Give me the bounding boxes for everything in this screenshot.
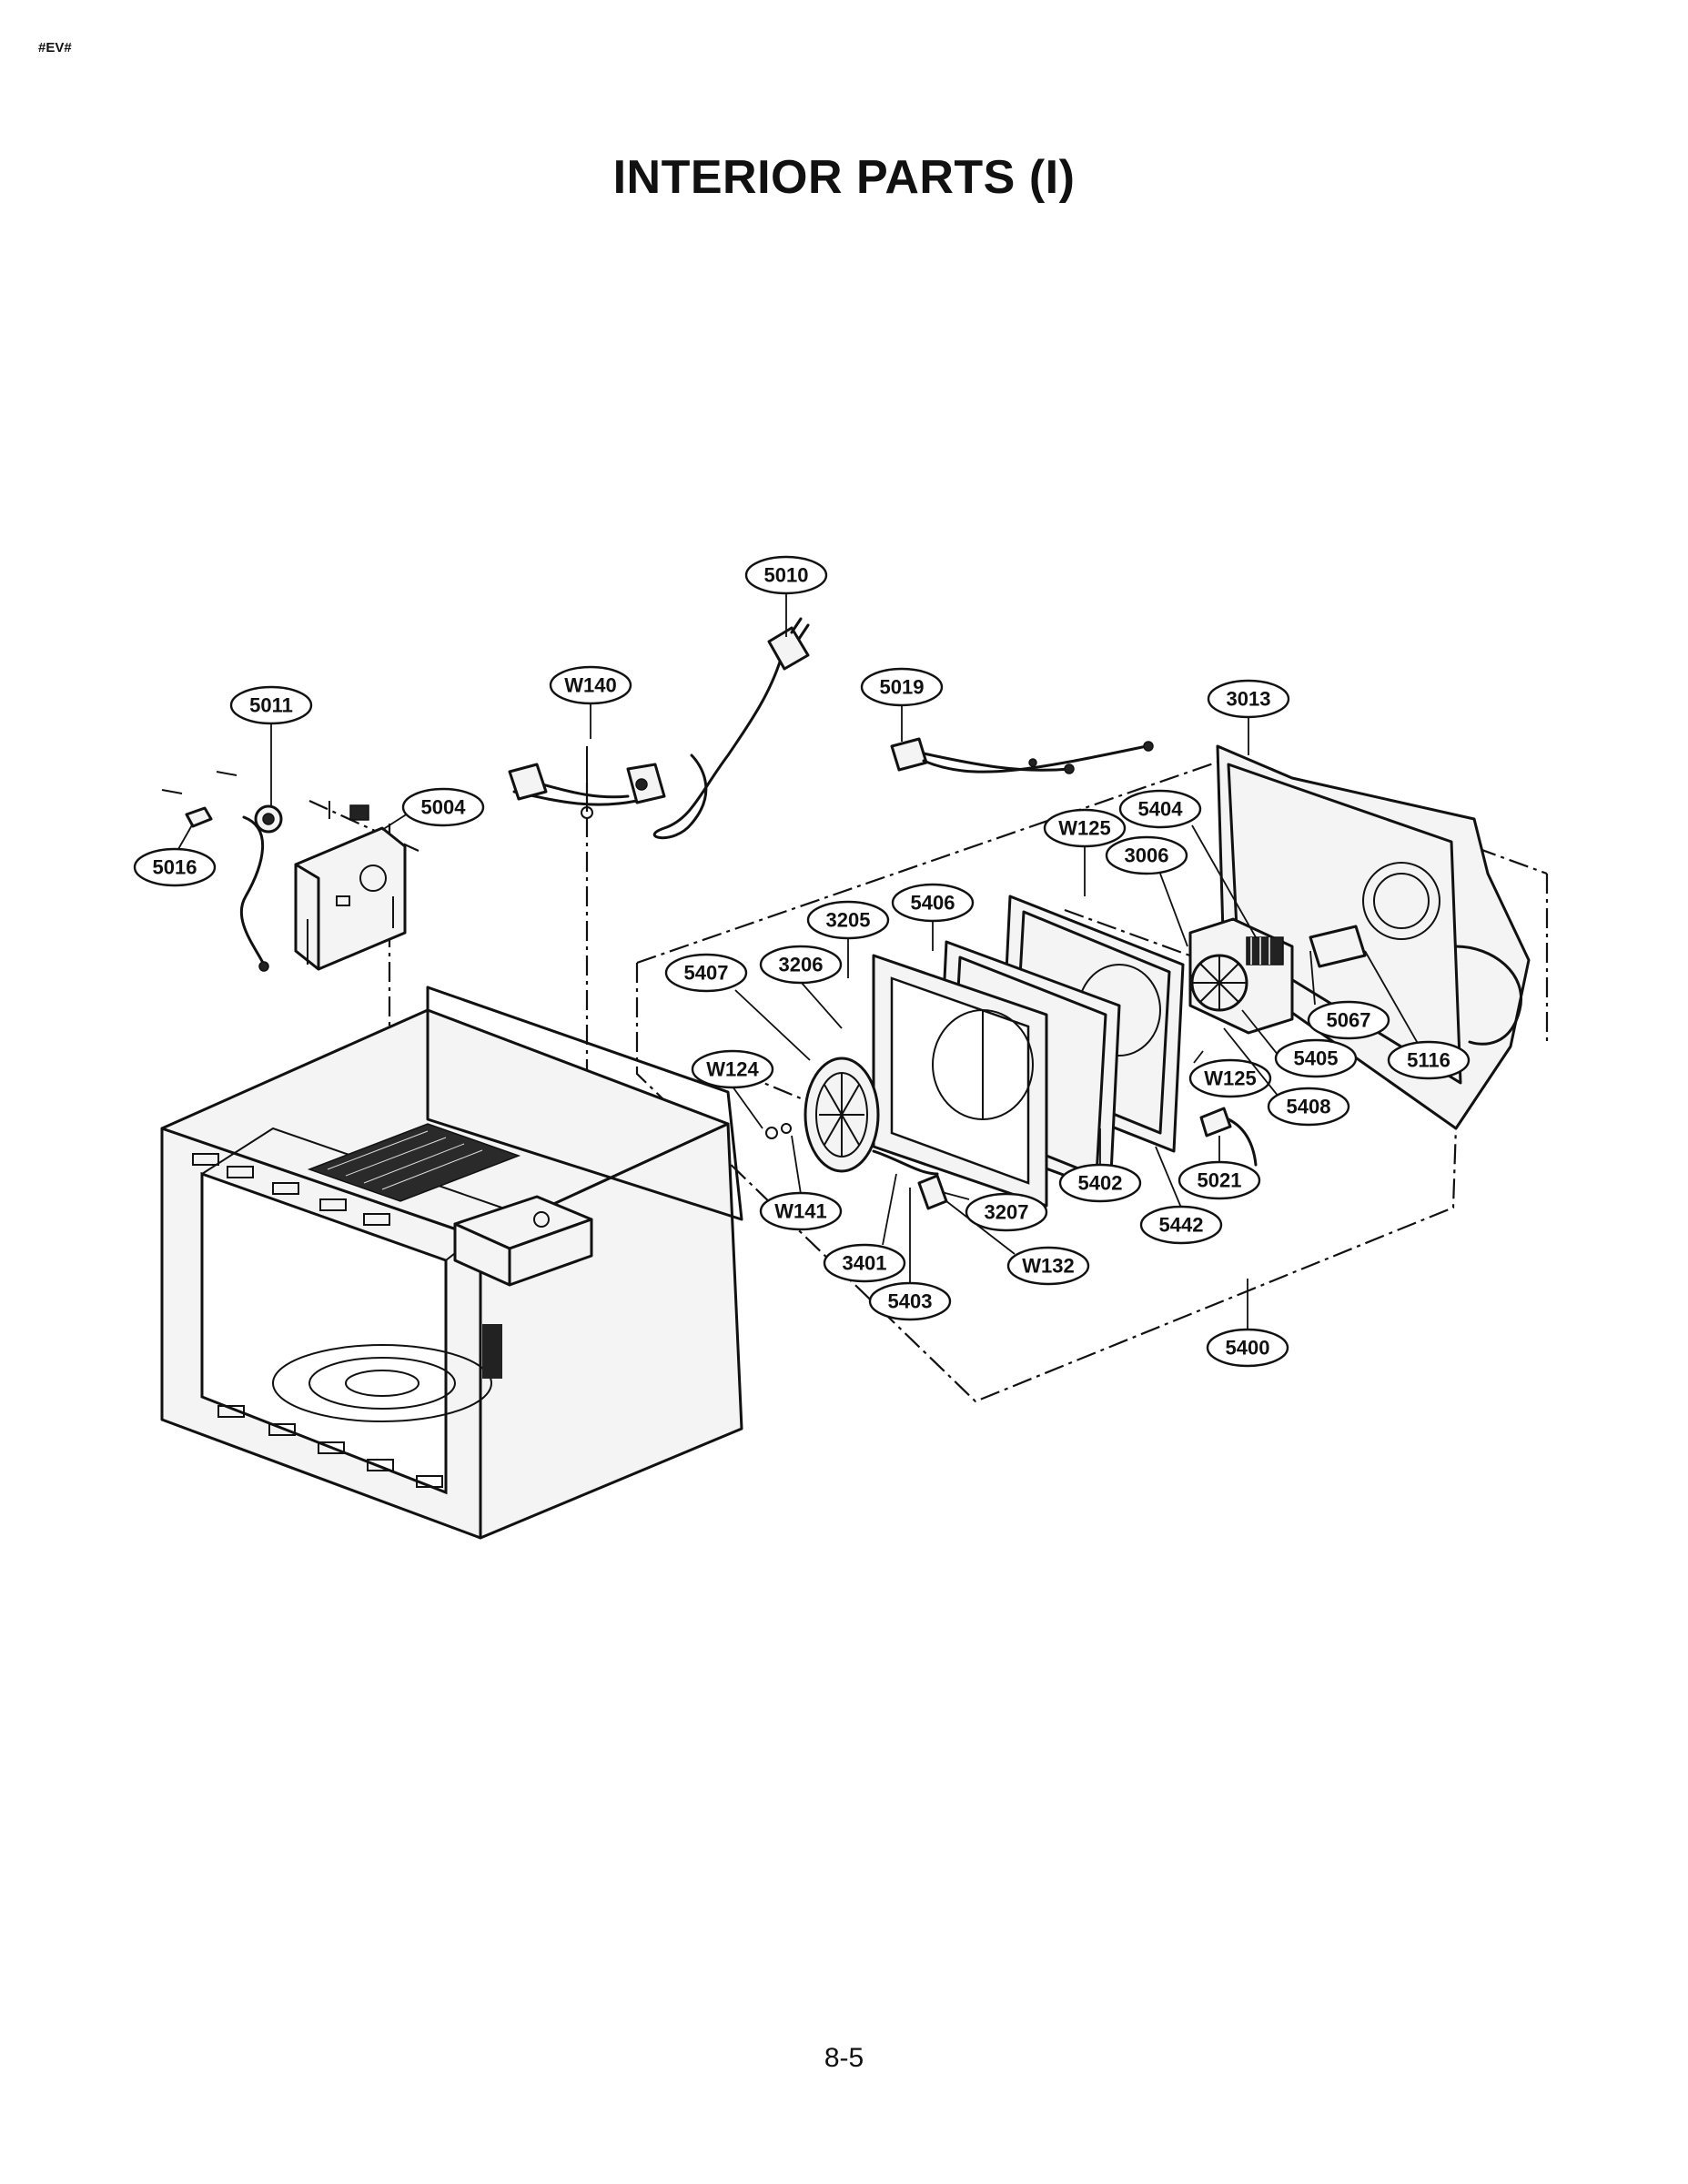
callout-3207-label: 3207 [985,1201,1029,1224]
callout-5402-label: 5402 [1078,1172,1123,1195]
wire-harness-w140 [508,746,666,819]
callout-5442-label: 5442 [1159,1214,1204,1237]
callout-3207: 3207 [941,1191,1048,1232]
callout-5021: 5021 [1178,1136,1261,1200]
callout-5442: 5442 [1139,1146,1223,1245]
callout-5403: 5403 [868,1188,952,1321]
callout-W125-top-label: W125 [1058,817,1110,840]
callout-5405: 5405 [1241,1009,1358,1078]
callout-5408-label: 5408 [1287,1096,1331,1118]
callout-3205-label: 3205 [826,909,871,932]
callout-5019: 5019 [860,667,944,742]
callout-5400-label: 5400 [1226,1337,1270,1360]
callout-W132: W132 [945,1200,1090,1286]
callout-5404-label: 5404 [1138,798,1184,821]
callout-W132-label: W132 [1022,1255,1074,1278]
callout-3006: 3006 [1105,835,1188,947]
callout-W125-bottom-label: W125 [1204,1067,1256,1090]
callout-5021-label: 5021 [1198,1169,1242,1192]
callout-5011-label: 5011 [249,694,293,717]
fan-motor-assembly [1188,917,1367,1035]
callout-W125-bottom: W125 [1188,1050,1272,1098]
callout-5406-label: 5406 [911,892,955,915]
callout-5402: 5402 [1058,1128,1142,1203]
callout-W140-label: W140 [564,674,616,697]
callout-5016: 5016 [133,823,217,887]
callout-5404: 5404 [1118,789,1257,938]
power-cord-5010 [652,617,810,840]
document-code: #EV# [38,40,72,56]
callout-3013-label: 3013 [1227,688,1271,711]
callout-5004-label: 5004 [421,796,467,819]
callout-W124-label: W124 [706,1058,759,1081]
callout-3401: 3401 [823,1173,906,1283]
callout-5004: 5004 [381,787,485,831]
callout-5010-label: 5010 [764,564,809,587]
callouts: 5010 5011 W140 5019 3013 5004 [133,555,1471,1368]
oven-cavity [160,986,743,1540]
wire-5019 [890,737,1154,774]
small-parts-top-left [161,771,369,972]
callout-5405-label: 5405 [1294,1047,1339,1070]
callout-5010: 5010 [744,555,828,637]
back-plate-3013 [1216,744,1531,1130]
callout-5016-label: 5016 [153,856,197,879]
shield-5407 [872,954,1048,1208]
callout-W141-label: W141 [774,1200,826,1223]
callout-3206: 3206 [759,945,843,1029]
callout-5067: 5067 [1307,950,1390,1040]
page-title: INTERIOR PARTS (I) [612,151,1076,204]
callout-5407: 5407 [664,953,811,1061]
callout-5011: 5011 [229,685,313,806]
callout-5116-label: 5116 [1407,1049,1450,1072]
callout-3013: 3013 [1207,679,1290,755]
callout-3206-label: 3206 [779,954,824,976]
callout-5400: 5400 [1206,1279,1289,1368]
callout-5406: 5406 [891,883,975,951]
callout-5407-label: 5407 [684,962,729,985]
callout-W124: W124 [691,1049,774,1129]
bracket-5004 [294,826,407,971]
callout-W125-top: W125 [1043,808,1127,896]
page-number: 8-5 [824,2043,864,2073]
callout-5116: 5116 [1364,950,1471,1080]
callout-3006-label: 3006 [1125,844,1169,867]
callout-W141: W141 [759,1135,843,1231]
callout-5019-label: 5019 [880,676,925,699]
callout-5403-label: 5403 [888,1290,933,1313]
callout-3401-label: 3401 [843,1252,887,1275]
callout-5067-label: 5067 [1327,1009,1371,1032]
callout-3205: 3205 [806,900,890,978]
callout-W140: W140 [549,665,632,739]
sensor-5021 [1199,1107,1258,1167]
callout-5408: 5408 [1223,1027,1350,1127]
